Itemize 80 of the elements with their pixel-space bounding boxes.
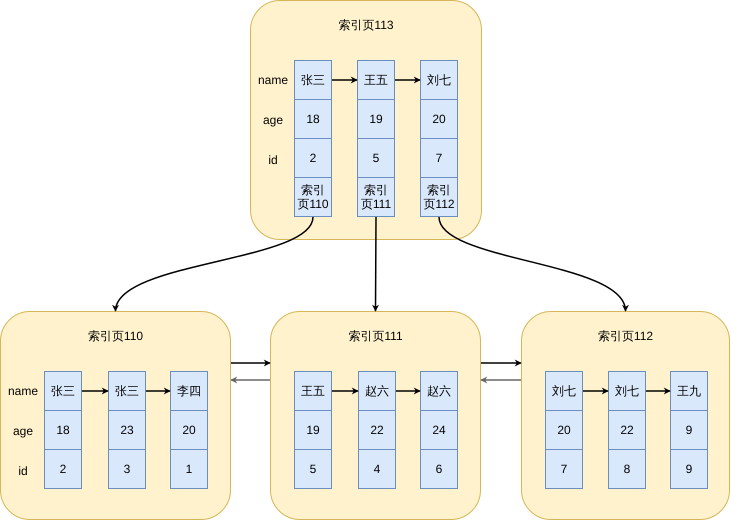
table-cell: 赵六 (358, 371, 396, 411)
table-cell: 索引页110 (294, 177, 332, 217)
table-cell: 李四 (170, 371, 208, 411)
index-page-box (521, 311, 730, 520)
table-cell: 20 (545, 410, 583, 450)
table-cell: 20 (170, 410, 208, 450)
row-label: age (12, 423, 34, 440)
record-column (44, 371, 82, 489)
row-label: id (267, 152, 279, 169)
table-cell: 王五 (357, 60, 395, 100)
record-column (420, 371, 458, 489)
arrow (332, 388, 359, 394)
record-column (670, 371, 708, 489)
arrow (480, 376, 521, 384)
table-cell: 索引页112 (420, 177, 458, 217)
arrow (372, 217, 380, 312)
table-cell: 2 (294, 138, 332, 178)
page-title: 索引页110 (86, 328, 144, 345)
table-cell: 索引页111 (357, 177, 395, 217)
table-cell: 4 (358, 449, 396, 489)
record-column (170, 371, 208, 489)
table-cell: 5 (357, 138, 395, 178)
index-page-box (250, 0, 482, 240)
table-cell: 18 (294, 99, 332, 139)
page-title: 索引页113 (337, 17, 395, 34)
arrow (230, 376, 270, 384)
table-cell: 20 (420, 99, 458, 139)
page-title: 索引页111 (347, 328, 404, 345)
table-cell: 刘七 (420, 60, 458, 100)
arrow (395, 76, 421, 84)
table-cell: 3 (108, 449, 146, 489)
row-label: id (17, 463, 29, 480)
table-cell: 22 (358, 410, 396, 450)
table-cell: 23 (108, 410, 146, 450)
record-column (608, 371, 646, 489)
arrow (438, 216, 627, 312)
table-cell: 7 (545, 449, 583, 489)
index-page-box (270, 311, 481, 520)
table-cell: 18 (44, 410, 82, 450)
record-column (358, 371, 396, 489)
table-cell: 张三 (294, 60, 332, 100)
table-cell: 24 (420, 410, 458, 450)
arrow (646, 388, 671, 394)
table-cell: 5 (294, 449, 332, 489)
arrow (396, 388, 421, 394)
table-cell: 1 (170, 449, 208, 489)
table-cell: 9 (670, 449, 708, 489)
page-title: 索引页112 (596, 328, 654, 345)
table-cell: 张三 (44, 371, 82, 411)
arrow (583, 388, 609, 394)
arrow (332, 76, 358, 84)
arrow (82, 388, 109, 394)
arrow (146, 388, 171, 394)
index-page-box (0, 311, 231, 520)
table-cell: 2 (44, 449, 82, 489)
table-cell: 刘七 (608, 371, 646, 411)
arrow (481, 360, 522, 366)
row-label: name (6, 383, 40, 400)
record-column (108, 371, 146, 489)
table-cell: 22 (608, 410, 646, 450)
record-column (294, 371, 332, 489)
arrow (231, 360, 271, 366)
table-cell: 王九 (670, 371, 708, 411)
table-cell: 8 (608, 449, 646, 489)
table-cell: 刘七 (545, 371, 583, 411)
table-cell: 6 (420, 449, 458, 489)
table-cell: 19 (294, 410, 332, 450)
arrow (114, 216, 314, 312)
table-cell: 王五 (294, 371, 332, 411)
record-column (357, 60, 395, 217)
record-column (545, 371, 583, 489)
record-column (294, 60, 332, 217)
table-cell: 19 (357, 99, 395, 139)
table-cell: 7 (420, 138, 458, 178)
record-column (420, 60, 458, 217)
row-label: name (256, 72, 290, 89)
table-cell: 赵六 (420, 371, 458, 411)
table-cell: 张三 (108, 371, 146, 411)
row-label: age (262, 112, 284, 129)
table-cell: 9 (670, 410, 708, 450)
